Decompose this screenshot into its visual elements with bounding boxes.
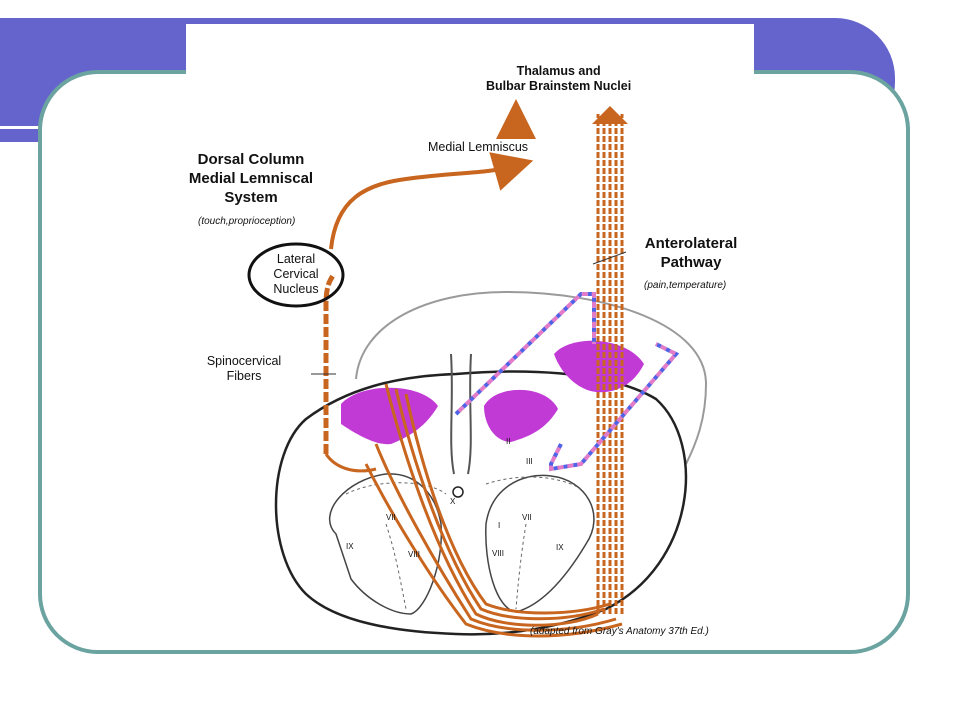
lamina-boundary — [385, 523, 407, 610]
dorsal-column-note: (touch,proprioception) — [198, 216, 296, 227]
crossing-fiber — [384, 383, 599, 627]
spinocervical-fibers-label: Spinocervical Fibers — [206, 354, 282, 383]
lamina-label: IX — [346, 542, 354, 551]
lateral-cervical-nucleus-outline — [247, 242, 345, 308]
propriospinal-loop — [454, 292, 596, 416]
lamina-label: VIII — [408, 550, 421, 559]
pointer-line — [592, 251, 627, 265]
lamina-label: II — [506, 437, 511, 446]
gray-matter-outline — [485, 474, 595, 613]
crossing-fiber — [394, 388, 605, 621]
lamina-boundary — [485, 476, 582, 490]
lamina-label: III — [526, 457, 533, 466]
spinal-cord-outline — [274, 370, 688, 636]
lamina-label: VIII — [492, 549, 505, 558]
lateral-cervical-nucleus-label: Lateral Cervical Nucleus — [273, 252, 319, 296]
propriospinal-loop — [549, 342, 680, 472]
dorsal-horn — [484, 389, 558, 442]
medial-lemniscus-arrow — [329, 152, 534, 250]
figure-credit: (adapted from Gray's Anatomy 37th Ed.) — [530, 626, 709, 637]
lamina-label: VII — [522, 513, 532, 522]
crossing-fiber — [374, 443, 617, 632]
propriospinal-loop — [549, 342, 680, 472]
lamina-label: IX — [556, 543, 564, 552]
medial-lemniscus-label: Medial Lemniscus — [428, 140, 529, 154]
anterolateral-arrowhead — [592, 106, 628, 124]
crossing-fiber — [404, 393, 611, 615]
dorsal-sulcus — [450, 353, 455, 475]
spinocervical-fibers — [324, 453, 377, 473]
medulla-outline — [355, 290, 708, 465]
spinal-pathways-diagram: Thalamus and Bulbar Brainstem Nuclei Med… — [186, 24, 754, 644]
spinocervical-fibers — [323, 272, 337, 454]
anterolateral-label: Anterolateral Pathway — [644, 235, 738, 271]
central-canal — [452, 486, 464, 498]
crossing-fiber — [364, 463, 623, 638]
lamina-label: X — [450, 497, 456, 506]
diagram-drawing — [247, 99, 708, 638]
lamina-boundary — [345, 482, 447, 495]
lamina-label: I — [498, 521, 501, 530]
dorsal-column-label: Dorsal Column Medial Lemniscal System — [188, 151, 314, 206]
propriospinal-loop — [454, 292, 596, 416]
lamina-boundary — [515, 523, 527, 610]
gray-matter-outline — [329, 473, 443, 615]
dorsal-sulcus — [467, 353, 472, 475]
anterolateral-note: (pain,temperature) — [644, 280, 727, 291]
thalamus-label: Thalamus and Bulbar Brainstem Nuclei — [486, 64, 632, 93]
lamina-label: VII — [386, 513, 396, 522]
